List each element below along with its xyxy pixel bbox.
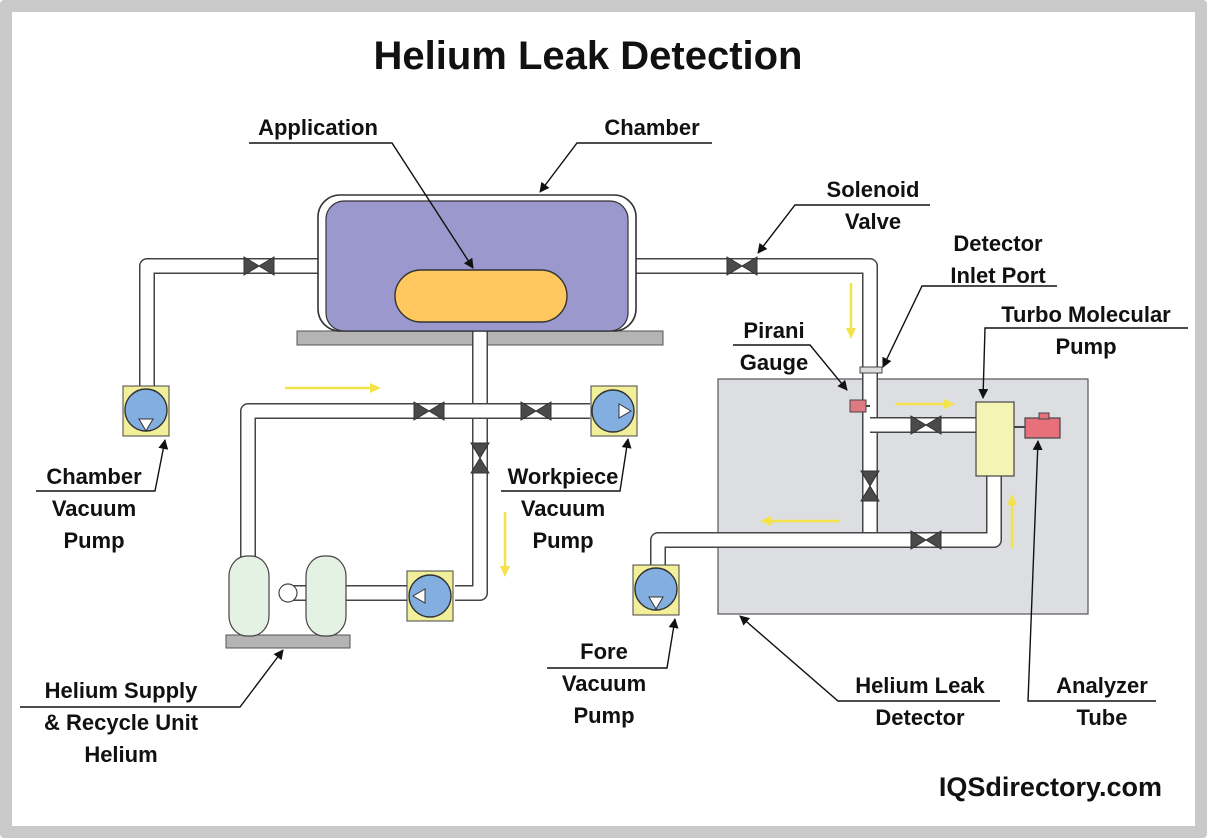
- label-solenoid-valve-line2: Valve: [845, 209, 901, 234]
- label-analyzer-tube-line2: Tube: [1077, 705, 1128, 730]
- label-helium-leak-detector-line2: Detector: [875, 705, 965, 730]
- brand-watermark: IQSdirectory.com: [939, 772, 1162, 802]
- label-helium-supply-line2: & Recycle Unit: [44, 710, 199, 735]
- label-analyzer-tube-line1: Analyzer: [1056, 673, 1148, 698]
- label-fore-vacuum-pump-line2: Vacuum: [562, 671, 646, 696]
- leader-lines: [20, 142, 1188, 708]
- helium-supply-pump: [406, 570, 454, 622]
- analyzer-tube: [1024, 417, 1061, 439]
- label-chamber-vacuum-pump-line1: Chamber: [46, 464, 142, 489]
- chamber-vacuum-pump: [122, 385, 170, 437]
- workpiece-vacuum-pump: [590, 385, 638, 437]
- application-workpiece: [394, 269, 568, 323]
- label-helium-supply-line3: Helium: [84, 742, 157, 767]
- label-chamber-vacuum-pump-line3: Pump: [63, 528, 124, 553]
- valve-turbo-inlet: [910, 415, 942, 435]
- valve-workpiece-line: [520, 401, 552, 421]
- label-detector-inlet-port-line2: Inlet Port: [950, 263, 1046, 288]
- label-chamber-vacuum-pump-line2: Vacuum: [52, 496, 136, 521]
- label-workpiece-vacuum-pump-line1: Workpiece: [508, 464, 619, 489]
- valve-chamber-line: [243, 256, 275, 276]
- helium-supply-recycle-unit: [228, 555, 347, 637]
- label-helium-supply-line1: Helium Supply: [45, 678, 199, 703]
- pirani-gauge: [849, 399, 867, 413]
- helium-tank-right: [305, 555, 347, 637]
- label-application: Application: [258, 115, 378, 140]
- helium-tank-coupling: [278, 583, 298, 603]
- flow-arrows: [285, 283, 1017, 577]
- label-turbo-molecular-pump-line2: Pump: [1055, 334, 1116, 359]
- analyzer-tube-cap: [1038, 412, 1050, 420]
- fore-vacuum-pump: [632, 564, 680, 616]
- label-helium-leak-detector-line1: Helium Leak: [855, 673, 985, 698]
- label-workpiece-vacuum-pump-line2: Vacuum: [521, 496, 605, 521]
- helium-tank-left: [228, 555, 270, 637]
- diagram-title: Helium Leak Detection: [373, 34, 802, 78]
- valve-supply-line: [413, 401, 445, 421]
- label-pirani-gauge-line1: Pirani: [743, 318, 804, 343]
- valve-vertical-application: [470, 442, 490, 474]
- label-detector-inlet-port-line1: Detector: [953, 231, 1043, 256]
- label-pirani-gauge-line2: Gauge: [740, 350, 808, 375]
- solenoid-valve: [726, 256, 758, 276]
- label-fore-vacuum-pump-line1: Fore: [580, 639, 628, 664]
- valve-detector-vertical: [860, 470, 880, 502]
- label-chamber: Chamber: [604, 115, 700, 140]
- label-fore-vacuum-pump-line3: Pump: [573, 703, 634, 728]
- turbo-molecular-pump: [975, 401, 1015, 477]
- helium-unit-platform: [225, 634, 351, 649]
- label-turbo-molecular-pump-line1: Turbo Molecular: [1001, 302, 1171, 327]
- label-workpiece-vacuum-pump-line3: Pump: [532, 528, 593, 553]
- valve-foreline: [910, 530, 942, 550]
- label-solenoid-valve-line1: Solenoid: [827, 177, 920, 202]
- detector-inlet-port: [859, 366, 883, 374]
